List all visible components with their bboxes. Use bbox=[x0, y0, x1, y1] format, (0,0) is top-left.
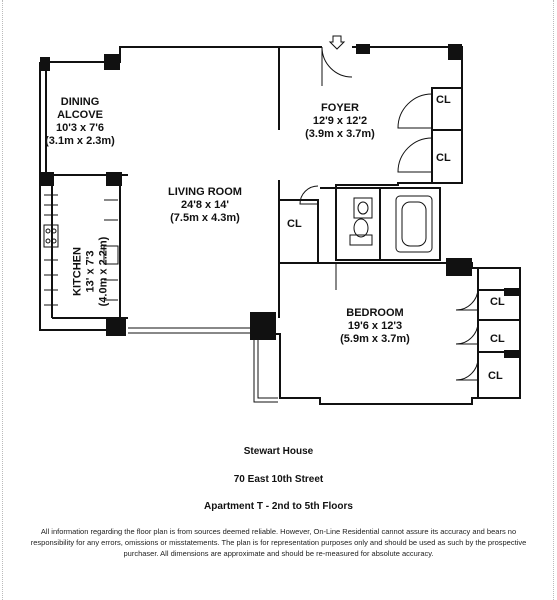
bedroom-closet-door-1 bbox=[455, 287, 479, 311]
foyer-closet-wall bbox=[431, 87, 462, 183]
burner bbox=[45, 238, 51, 244]
wall-block bbox=[504, 288, 520, 296]
bedroom-label: BEDROOM 19'6 x 12'3 (5.9m x 3.7m) bbox=[320, 307, 430, 346]
room-name: BEDROOM bbox=[346, 307, 404, 319]
bedroom-closet-door-2 bbox=[455, 321, 479, 345]
closet-label: CL bbox=[488, 370, 503, 382]
burner bbox=[45, 228, 51, 234]
burner bbox=[51, 228, 57, 234]
stove-icon bbox=[43, 224, 59, 248]
closet-cl-mid bbox=[279, 199, 319, 264]
foyer-closet-door-1 bbox=[397, 93, 433, 129]
room-dim-ft: 10'3 x 7'6 bbox=[55, 122, 105, 134]
bath-wall bbox=[335, 185, 441, 261]
sink-basin bbox=[357, 201, 369, 215]
wall-block bbox=[356, 44, 370, 54]
room-dim-ft: 12'9 x 12'2 bbox=[312, 115, 368, 127]
closet-label: CL bbox=[436, 152, 451, 164]
bedroom-closets bbox=[477, 268, 520, 398]
burner bbox=[51, 238, 57, 244]
room-dim-m: (4.0m x 2.2m) bbox=[97, 236, 110, 307]
room-dim-m: (3.1m x 2.3m) bbox=[45, 135, 115, 147]
bedroom-closet-door-3 bbox=[455, 357, 479, 381]
entry-arrow-icon bbox=[328, 35, 346, 50]
building-name: Stewart House bbox=[243, 446, 314, 457]
room-dim-m: (7.5m x 4.3m) bbox=[170, 212, 240, 224]
closet-label: CL bbox=[490, 296, 505, 308]
floor-plan bbox=[39, 35, 521, 405]
bathtub-basin bbox=[401, 201, 427, 247]
room-dim-m: (5.9m x 3.7m) bbox=[340, 333, 410, 345]
bathtub-icon bbox=[395, 195, 433, 253]
closet-label: CL bbox=[490, 333, 505, 345]
room-dim-ft: 19'6 x 12'3 bbox=[347, 320, 403, 332]
entry-door bbox=[321, 46, 353, 86]
apartment-unit: Apartment T - 2nd to 5th Floors bbox=[204, 501, 353, 512]
right-border-line bbox=[553, 0, 554, 600]
wall-block bbox=[504, 350, 520, 358]
foyer-label: FOYER 12'9 x 12'2 (3.9m x 3.7m) bbox=[290, 102, 390, 141]
wall-block bbox=[106, 318, 126, 336]
counter-lines bbox=[44, 194, 118, 306]
living-room-label: LIVING ROOM 24'8 x 14' (7.5m x 4.3m) bbox=[150, 186, 260, 225]
window-southeast bbox=[253, 340, 278, 403]
room-name: LIVING ROOM bbox=[168, 186, 242, 198]
toilet-tank bbox=[349, 234, 373, 246]
sink-icon bbox=[353, 197, 373, 219]
room-dim-ft: 24'8 x 14' bbox=[180, 199, 230, 211]
disclaimer-text: All information regarding the floor plan… bbox=[30, 527, 527, 558]
kitchen-sink-icon bbox=[103, 245, 119, 265]
wall-block bbox=[448, 44, 462, 60]
kitchen-label: KITCHEN 13' x 7'3 (4.0m x 2.2m) bbox=[72, 217, 111, 327]
wall-block bbox=[40, 57, 50, 71]
building-address: 70 East 10th Street bbox=[233, 474, 324, 485]
room-name: DINING bbox=[60, 96, 100, 108]
foyer-closet-door-2 bbox=[397, 137, 433, 173]
wall-block bbox=[250, 312, 276, 340]
room-dim-ft: 13' x 7'3 bbox=[84, 250, 97, 293]
wall-block bbox=[40, 172, 54, 186]
wall-west bbox=[39, 62, 120, 331]
closet-label: CL bbox=[287, 218, 302, 230]
toilet-icon bbox=[353, 218, 369, 238]
dining-alcove-label: DINING ALCOVE 10'3 x 7'6 (3.1m x 2.3m) bbox=[40, 96, 120, 148]
wall-block bbox=[104, 54, 120, 70]
wall-block bbox=[446, 258, 472, 276]
window-south bbox=[128, 327, 250, 334]
cl-door bbox=[299, 185, 319, 205]
closet-label: CL bbox=[436, 94, 451, 106]
wall-block bbox=[106, 172, 122, 186]
room-name: FOYER bbox=[321, 102, 359, 114]
room-name: KITCHEN bbox=[71, 247, 84, 296]
room-name-2: ALCOVE bbox=[57, 109, 103, 121]
left-border-line bbox=[2, 0, 3, 600]
room-dim-m: (3.9m x 3.7m) bbox=[305, 128, 375, 140]
